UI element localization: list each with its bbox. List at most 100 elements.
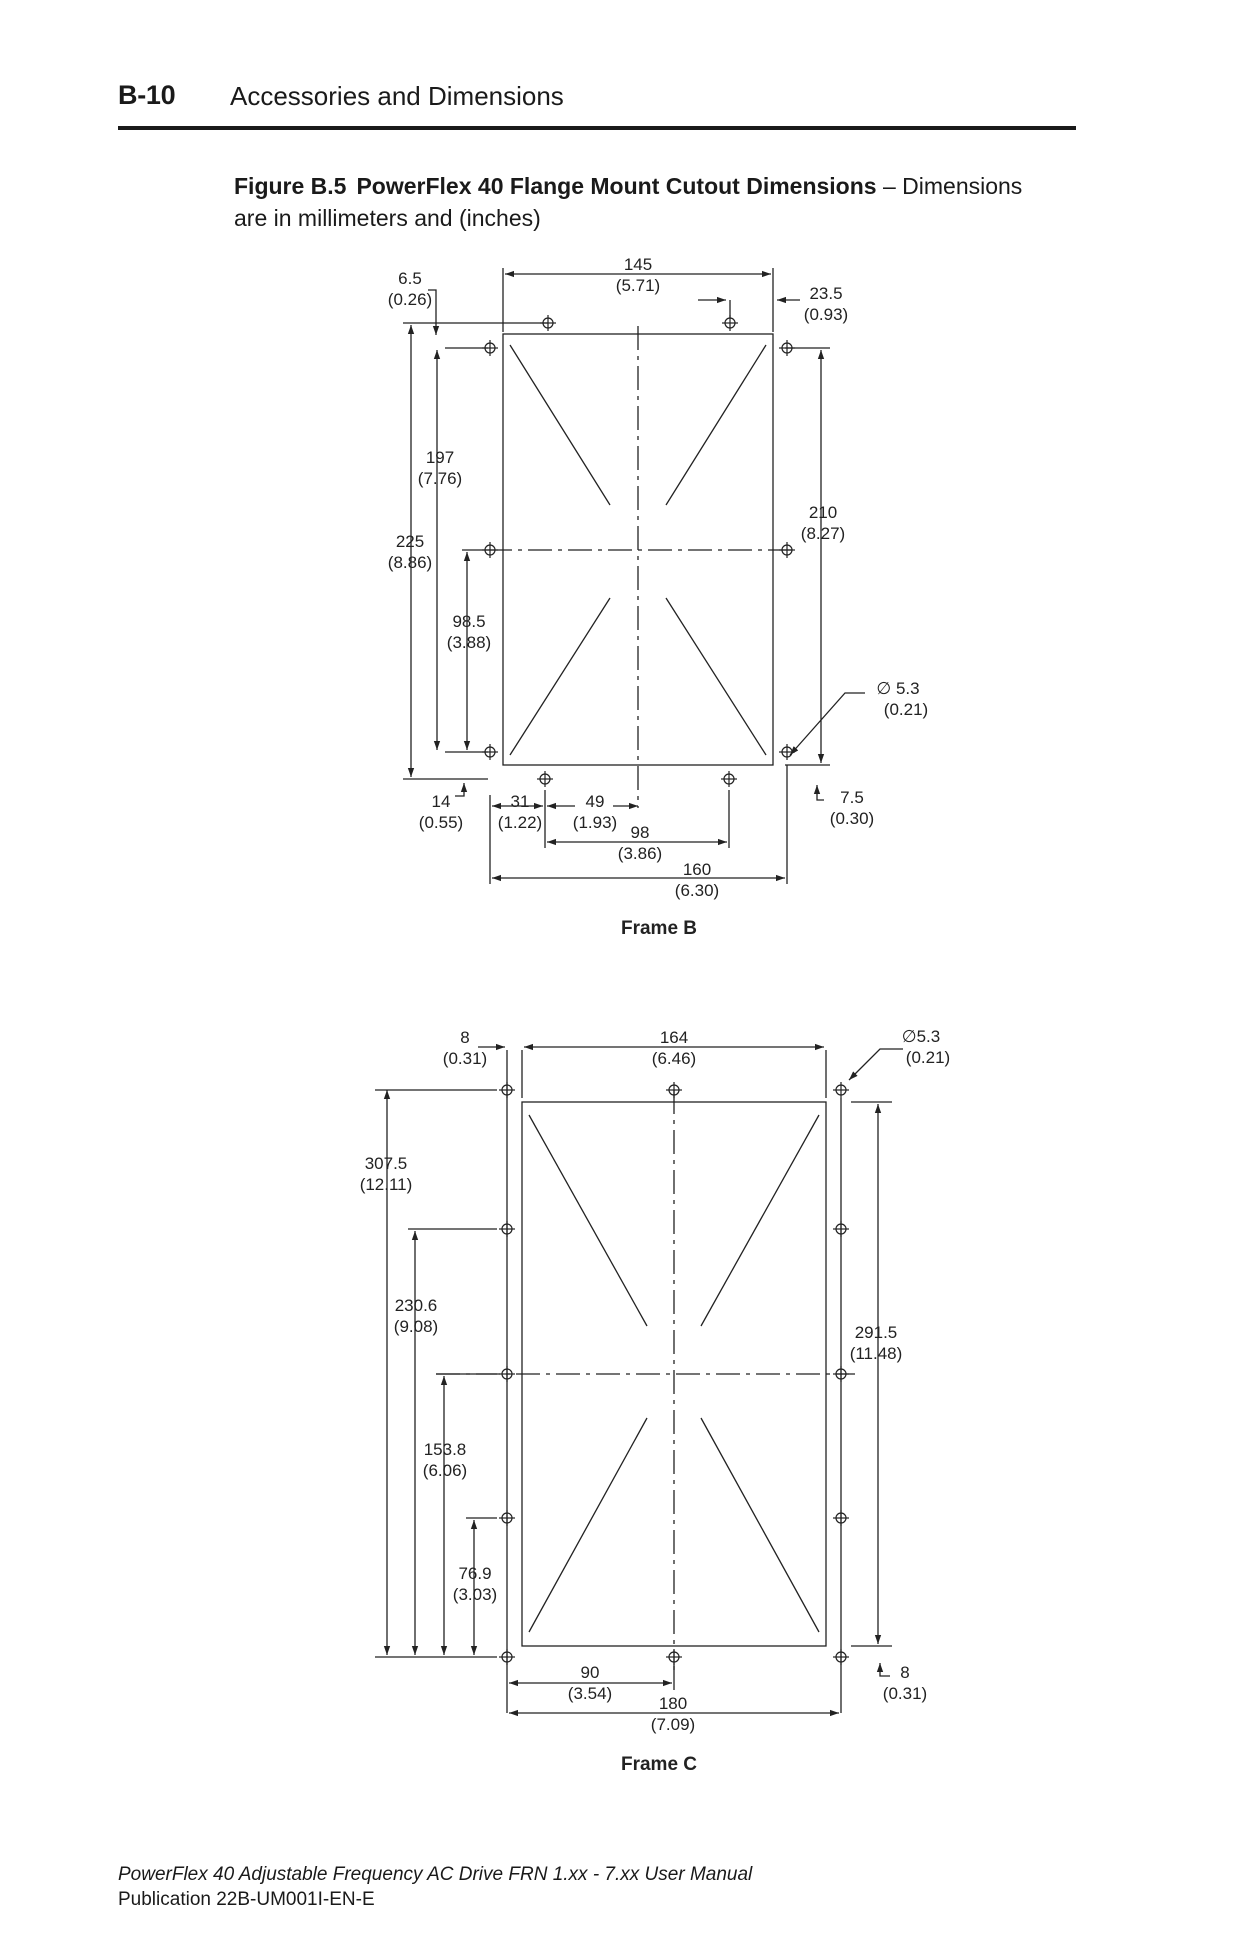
mounting-hole-icon — [833, 1082, 849, 1098]
dim-c-180: 180 — [659, 1694, 687, 1713]
dim-c-164: 164 — [660, 1028, 688, 1047]
page-header: B-10 Accessories and Dimensions — [118, 80, 1076, 130]
dim-c-307-5: 307.5 — [365, 1154, 408, 1173]
frame-c-drawing — [375, 1043, 903, 1717]
dim-b-14: 14 — [432, 792, 451, 811]
frame-c-mounting-holes — [499, 1082, 849, 1665]
mounting-hole-icon — [482, 744, 498, 760]
dim-b-hole: ∅ 5.3 — [876, 679, 919, 698]
mounting-hole-icon — [540, 315, 556, 331]
dim-c-153-8: 153.8 — [424, 1440, 467, 1459]
dim-b-225: 225 — [396, 532, 424, 551]
dim-b-6-5-in: (0.26) — [388, 290, 432, 309]
figure-number: Figure B.5 — [234, 173, 347, 199]
dim-c-180-in: (7.09) — [651, 1715, 695, 1734]
dim-c-8-top: 8 — [460, 1028, 469, 1047]
mounting-hole-icon — [666, 1082, 682, 1098]
dim-b-160-in: (6.30) — [675, 881, 719, 900]
mounting-hole-icon — [779, 542, 795, 558]
dim-b-197: 197 — [426, 448, 454, 467]
dim-c-153-8-in: (6.06) — [423, 1461, 467, 1480]
dim-b-197-in: (7.76) — [418, 469, 462, 488]
dim-b-98-in: (3.86) — [618, 844, 662, 863]
mounting-hole-icon — [833, 1649, 849, 1665]
page-footer: PowerFlex 40 Adjustable Frequency AC Dri… — [118, 1862, 752, 1912]
publication-number: Publication 22B-UM001I-EN-E — [118, 1889, 375, 1910]
figure-note: – Dimensions are in millimeters and (inc… — [234, 173, 1023, 231]
mounting-hole-icon — [499, 1082, 515, 1098]
dim-b-145-in: (5.71) — [616, 276, 660, 295]
mounting-hole-icon — [666, 1649, 682, 1665]
mounting-hole-icon — [482, 542, 498, 558]
dim-c-291-5: 291.5 — [855, 1323, 898, 1342]
dim-c-307-5-in: (12.11) — [360, 1175, 413, 1194]
mounting-hole-icon — [833, 1366, 849, 1382]
dim-b-49: 49 — [586, 792, 605, 811]
dim-b-7-5-in: (0.30) — [830, 809, 874, 828]
dim-b-6-5: 6.5 — [398, 269, 422, 288]
frame-c-diagonal-tl — [528, 1114, 648, 1327]
frame-c-diagonal-bl — [528, 1417, 648, 1633]
frame-c-diagonal-tr — [700, 1114, 820, 1327]
dim-b-210: 210 — [809, 503, 837, 522]
dim-b-31: 31 — [511, 792, 530, 811]
mounting-hole-icon — [499, 1649, 515, 1665]
dim-b-98: 98 — [631, 823, 650, 842]
section-title: Accessories and Dimensions — [230, 81, 564, 111]
mounting-hole-icon — [482, 340, 498, 356]
dim-c-164-in: (6.46) — [652, 1049, 696, 1068]
dim-b-225-in: (8.86) — [388, 553, 432, 572]
dim-c-76-9: 76.9 — [458, 1564, 491, 1583]
frame-c-diagonal-br — [700, 1417, 820, 1633]
dim-c-90-in: (3.54) — [568, 1684, 612, 1703]
mounting-hole-icon — [721, 771, 737, 787]
dim-b-31-in: (1.22) — [498, 813, 542, 832]
dim-c-hole-in: (0.21) — [906, 1048, 950, 1067]
dim-c-76-9-in: (3.03) — [453, 1585, 497, 1604]
frame-b-diagonal-br — [665, 597, 767, 756]
header-rule — [118, 126, 1076, 130]
frame-b-mounting-holes — [482, 315, 795, 787]
dim-b-98-5: 98.5 — [452, 612, 485, 631]
dim-b-49-in: (1.93) — [573, 813, 617, 832]
dim-c-hole: ∅5.3 — [902, 1027, 940, 1046]
dim-b-145: 145 — [624, 255, 652, 274]
dim-b-160: 160 — [683, 860, 711, 879]
mounting-hole-icon — [833, 1221, 849, 1237]
dim-c-8-bottom: 8 — [900, 1663, 909, 1682]
mounting-hole-icon — [499, 1221, 515, 1237]
dim-c-90: 90 — [581, 1663, 600, 1682]
dim-b-210-in: (8.27) — [801, 524, 845, 543]
frame-b-dimension-labels: 6.5 (0.26) 145 (5.71) 23.5 (0.93) 197 (7… — [388, 255, 928, 939]
dim-b-7-5: 7.5 — [840, 788, 864, 807]
frame-c-label: Frame C — [621, 1754, 697, 1775]
frame-b-diagonal-tr — [665, 344, 767, 506]
frame-b-diagonal-tl — [509, 344, 611, 506]
dim-b-23-5-in: (0.93) — [804, 305, 848, 324]
dim-c-8-top-in: (0.31) — [443, 1049, 487, 1068]
frame-b-diagonal-bl — [509, 597, 611, 756]
frame-b-label: Frame B — [621, 918, 697, 939]
dim-c-230-6: 230.6 — [395, 1296, 438, 1315]
manual-title: PowerFlex 40 Adjustable Frequency AC Dri… — [118, 1864, 753, 1885]
mounting-hole-icon — [499, 1510, 515, 1526]
mounting-hole-icon — [499, 1366, 515, 1382]
figure-title: PowerFlex 40 Flange Mount Cutout Dimensi… — [356, 173, 877, 199]
mounting-hole-icon — [833, 1510, 849, 1526]
frame-c-dimension-labels: 8 (0.31) 164 (6.46) ∅5.3 (0.21) 307.5 (1… — [360, 1027, 951, 1775]
mounting-hole-icon — [779, 340, 795, 356]
frame-b-drawing — [403, 268, 865, 884]
dim-b-14-in: (0.55) — [419, 813, 463, 832]
dim-b-23-5: 23.5 — [809, 284, 842, 303]
page-number: B-10 — [118, 80, 176, 110]
dim-c-230-6-in: (9.08) — [394, 1317, 438, 1336]
dim-b-hole-in: (0.21) — [884, 700, 928, 719]
mounting-hole-icon — [722, 315, 738, 331]
mounting-hole-icon — [779, 744, 795, 760]
dim-c-291-5-in: (11.48) — [850, 1344, 903, 1363]
mounting-hole-icon — [537, 771, 553, 787]
dim-b-98-5-in: (3.88) — [447, 633, 491, 652]
figure-caption: Figure B.5 PowerFlex 40 Flange Mount Cuto… — [234, 170, 1054, 234]
dim-c-8-bottom-in: (0.31) — [883, 1684, 927, 1703]
